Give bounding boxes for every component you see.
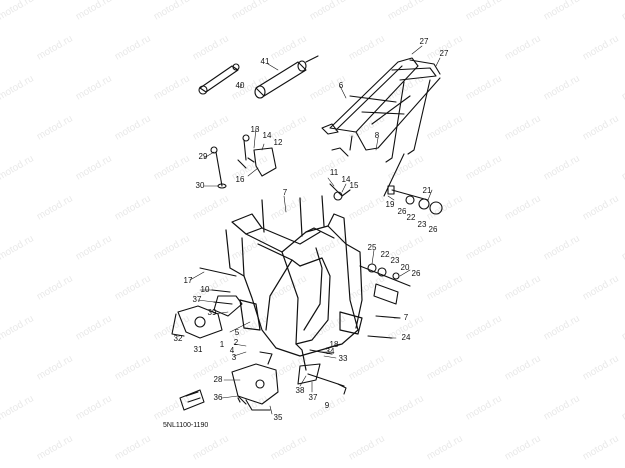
callout-37b: 37 [308, 393, 318, 402]
callout-18: 18 [329, 340, 339, 349]
callout-2: 2 [233, 338, 239, 347]
callout-33: 33 [338, 354, 348, 363]
callout-6: 6 [338, 81, 344, 90]
callout-10: 10 [200, 285, 210, 294]
callout-37a: 37 [192, 295, 202, 304]
callout-19: 19 [385, 200, 395, 209]
tag-icon [179, 389, 205, 411]
callout-7a: 7 [282, 188, 288, 197]
callout-32: 32 [173, 334, 183, 343]
callout-31: 31 [193, 345, 203, 354]
callout-41: 41 [260, 57, 270, 66]
callout-26b: 26 [428, 225, 438, 234]
callout-7b: 7 [403, 313, 409, 322]
callout-22a: 22 [406, 213, 416, 222]
callout-27b: 27 [439, 49, 449, 58]
callout-29: 29 [198, 152, 208, 161]
left-hardware [171, 267, 243, 339]
callout-35: 35 [273, 413, 283, 422]
callout-14b: 14 [341, 175, 351, 184]
callout-20: 20 [400, 263, 410, 272]
callout-40: 40 [235, 81, 245, 90]
callout-28: 28 [213, 375, 223, 384]
tool-socket [254, 55, 319, 99]
callout-4: 4 [229, 346, 235, 355]
callout-24: 24 [401, 333, 411, 342]
callout-21: 21 [422, 186, 432, 195]
bottom-hardware [231, 349, 347, 411]
diagram-code: 5NL1100-1190 [163, 422, 209, 429]
right-hardware [329, 183, 443, 339]
callout-23a: 23 [417, 220, 427, 229]
callout-38: 38 [295, 386, 305, 395]
callout-11: 11 [329, 168, 339, 177]
callout-17: 17 [183, 276, 193, 285]
callout-25: 25 [367, 243, 377, 252]
callout-26c: 26 [411, 269, 421, 278]
callout-12: 12 [273, 138, 283, 147]
callout-8: 8 [374, 131, 380, 140]
upper-bracket [237, 134, 277, 177]
callout-9: 9 [324, 401, 330, 410]
tool-wrench [198, 63, 240, 95]
leader-lines [189, 45, 441, 415]
callout-34: 34 [325, 347, 335, 356]
callout-23b: 23 [390, 256, 400, 265]
callout-27a: 27 [419, 37, 429, 46]
rear-subframe [321, 57, 441, 197]
callout-1: 1 [219, 340, 225, 349]
callout-13: 13 [250, 125, 260, 134]
callout-36: 36 [213, 393, 223, 402]
watermark-text: motod.ru [620, 0, 625, 23]
callout-15: 15 [349, 181, 359, 190]
callout-26a: 26 [397, 207, 407, 216]
callout-3: 3 [231, 353, 237, 362]
callout-30: 30 [195, 181, 205, 190]
callout-39: 39 [207, 308, 217, 317]
callout-14a: 14 [262, 131, 272, 140]
callout-5: 5 [234, 328, 240, 337]
dipstick-29 [210, 146, 227, 189]
main-frame [225, 195, 363, 371]
callout-16: 16 [235, 175, 245, 184]
callout-22b: 22 [380, 250, 390, 259]
